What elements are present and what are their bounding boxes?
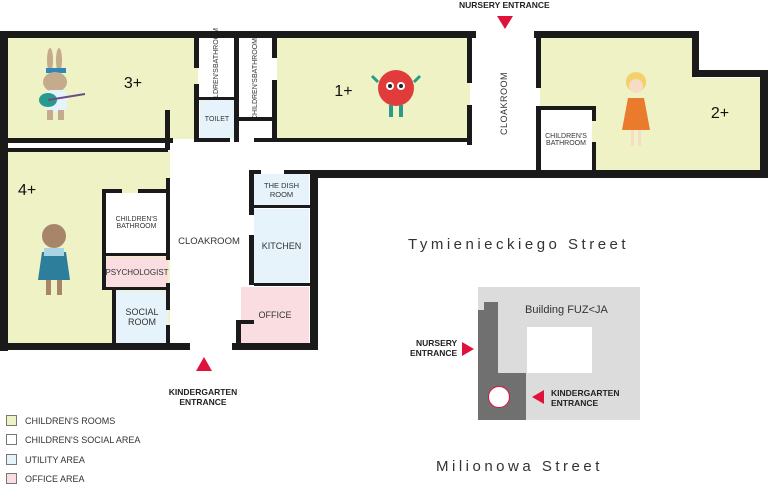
legend-swatch [6, 454, 17, 465]
kitchen[interactable]: KITCHEN [254, 209, 309, 283]
label-line: NURSERY [415, 338, 458, 348]
label: CHILDREN'S [252, 78, 259, 120]
label: KITCHEN [261, 241, 302, 251]
inset-nursery-arrow-icon [462, 342, 474, 356]
psychologist[interactable]: PSYCHOLOGIST [105, 257, 169, 287]
bear-illustration-icon [38, 224, 70, 295]
legend-item: UTILITY AREA [6, 454, 85, 465]
inset-kindergarten-arrow-icon [532, 390, 544, 404]
label-line: ENTRANCE [551, 398, 599, 408]
room-1-plus[interactable]: 1+ [277, 37, 470, 139]
cloakroom-main[interactable]: CLOAKROOM [170, 140, 248, 343]
inset-nursery-entrance-label: NURSERY ENTRANCE [410, 338, 457, 358]
legend-item: OFFICE AREA [6, 473, 85, 484]
label: PSYCHOLOGIST [105, 267, 169, 277]
legend-item: CHILDREN'S ROOMS [6, 415, 115, 426]
toilet[interactable]: TOILET [200, 99, 234, 139]
label-line: KINDERGARTEN [168, 387, 238, 397]
room-2-plus-extension: 2+ [690, 78, 760, 170]
label: CHILDREN'S [545, 133, 587, 140]
cloakroom-top[interactable]: CLOAKROOM [472, 37, 536, 170]
label: BATHROOM [252, 38, 259, 79]
label: THE DISH [263, 181, 299, 190]
label: TOILET [204, 115, 230, 123]
label-line: ENTRANCE [179, 397, 227, 407]
street-south-label: Milionowa Street [436, 458, 603, 475]
legend-label: UTILITY AREA [25, 454, 85, 465]
office[interactable]: OFFICE [241, 287, 309, 343]
legend-label: CHILDREN'S ROOMS [25, 415, 116, 426]
label-line: KINDERGARTEN [551, 388, 620, 398]
street-north-label: Tymienieckiego Street [408, 236, 630, 253]
room-4-label: 4+ [18, 182, 37, 199]
building-label: Building FUZ<JA [525, 304, 608, 316]
legend-label: OFFICE AREA [25, 473, 85, 484]
legend-label: CHILDREN'S SOCIAL AREA [25, 434, 141, 445]
kindergarten-entrance-label: KINDERGARTEN ENTRANCE [168, 387, 238, 407]
red-monster-illustration-icon [370, 70, 422, 117]
rabbit-illustration-icon [39, 48, 86, 120]
legend-swatch [6, 473, 17, 484]
nursery-entrance-arrow-icon [497, 16, 513, 29]
kindergarten-logo-icon [488, 386, 510, 408]
legend-swatch [6, 434, 17, 445]
kindergarten-entrance-arrow-icon [196, 357, 212, 371]
label-line: ENTRANCE [410, 348, 458, 358]
label: SOCIAL [125, 307, 159, 317]
label: OFFICE [258, 310, 292, 320]
label: BATHROOM [116, 223, 157, 230]
nursery-entrance-label: NURSERY ENTRANCE [459, 0, 550, 10]
label: CHILDREN'S [115, 216, 158, 223]
inset-kindergarten-entrance-label: KINDERGARTEN ENTRANCE [551, 388, 619, 408]
legend-item: CHILDREN'S SOCIAL AREA [6, 434, 140, 445]
label: BATHROOM [546, 140, 586, 147]
label: ROOM [128, 317, 156, 327]
legend-swatch [6, 415, 17, 426]
label: ROOM [269, 190, 294, 199]
girl-illustration-icon [622, 72, 650, 146]
